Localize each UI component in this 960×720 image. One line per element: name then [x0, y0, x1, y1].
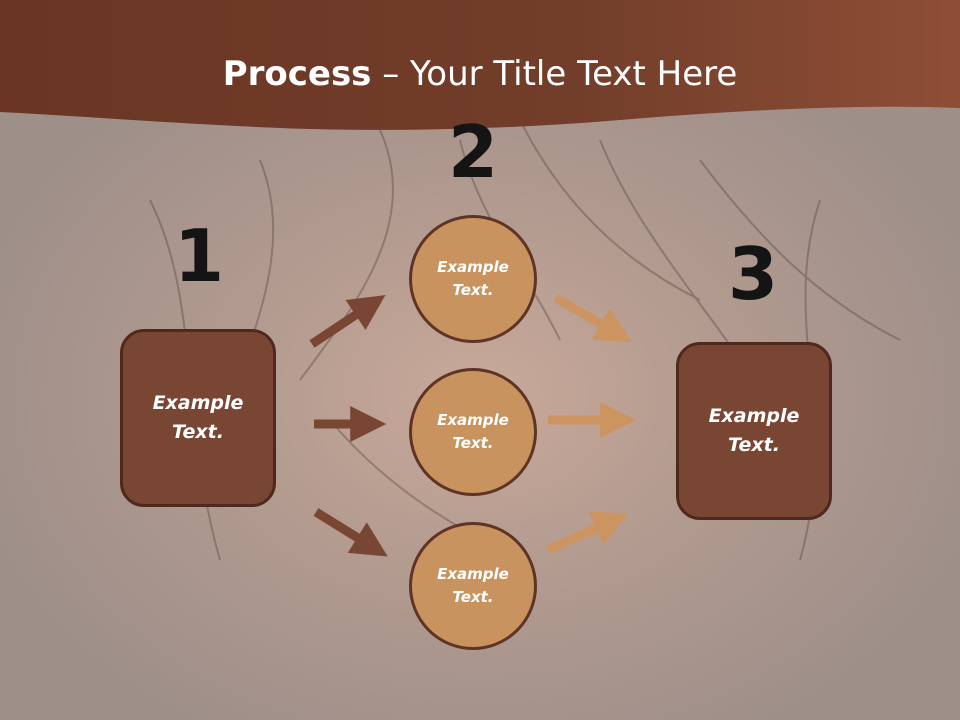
slide-title: Process – Your Title Text Here: [0, 52, 960, 96]
step-1-box[interactable]: Example Text.: [120, 329, 276, 507]
circle-bottom[interactable]: Example Text.: [409, 522, 537, 650]
circle-bottom-label: Example Text.: [437, 565, 509, 606]
title-bold: Process: [222, 54, 372, 94]
circle-middle[interactable]: Example Text.: [409, 368, 537, 496]
circle-top[interactable]: Example Text.: [409, 215, 537, 343]
step-number-2: 2: [447, 110, 499, 194]
step-number-1: 1: [173, 214, 225, 298]
title-banner: [0, 0, 960, 130]
circle-top-label: Example Text.: [437, 258, 509, 299]
title-rest: – Your Title Text Here: [371, 54, 738, 94]
circle-middle-label: Example Text.: [437, 411, 509, 452]
step-3-box[interactable]: Example Text.: [676, 342, 832, 520]
step-3-label: Example Text.: [708, 405, 800, 456]
step-number-3: 3: [727, 232, 779, 316]
step-1-label: Example Text.: [152, 392, 244, 443]
